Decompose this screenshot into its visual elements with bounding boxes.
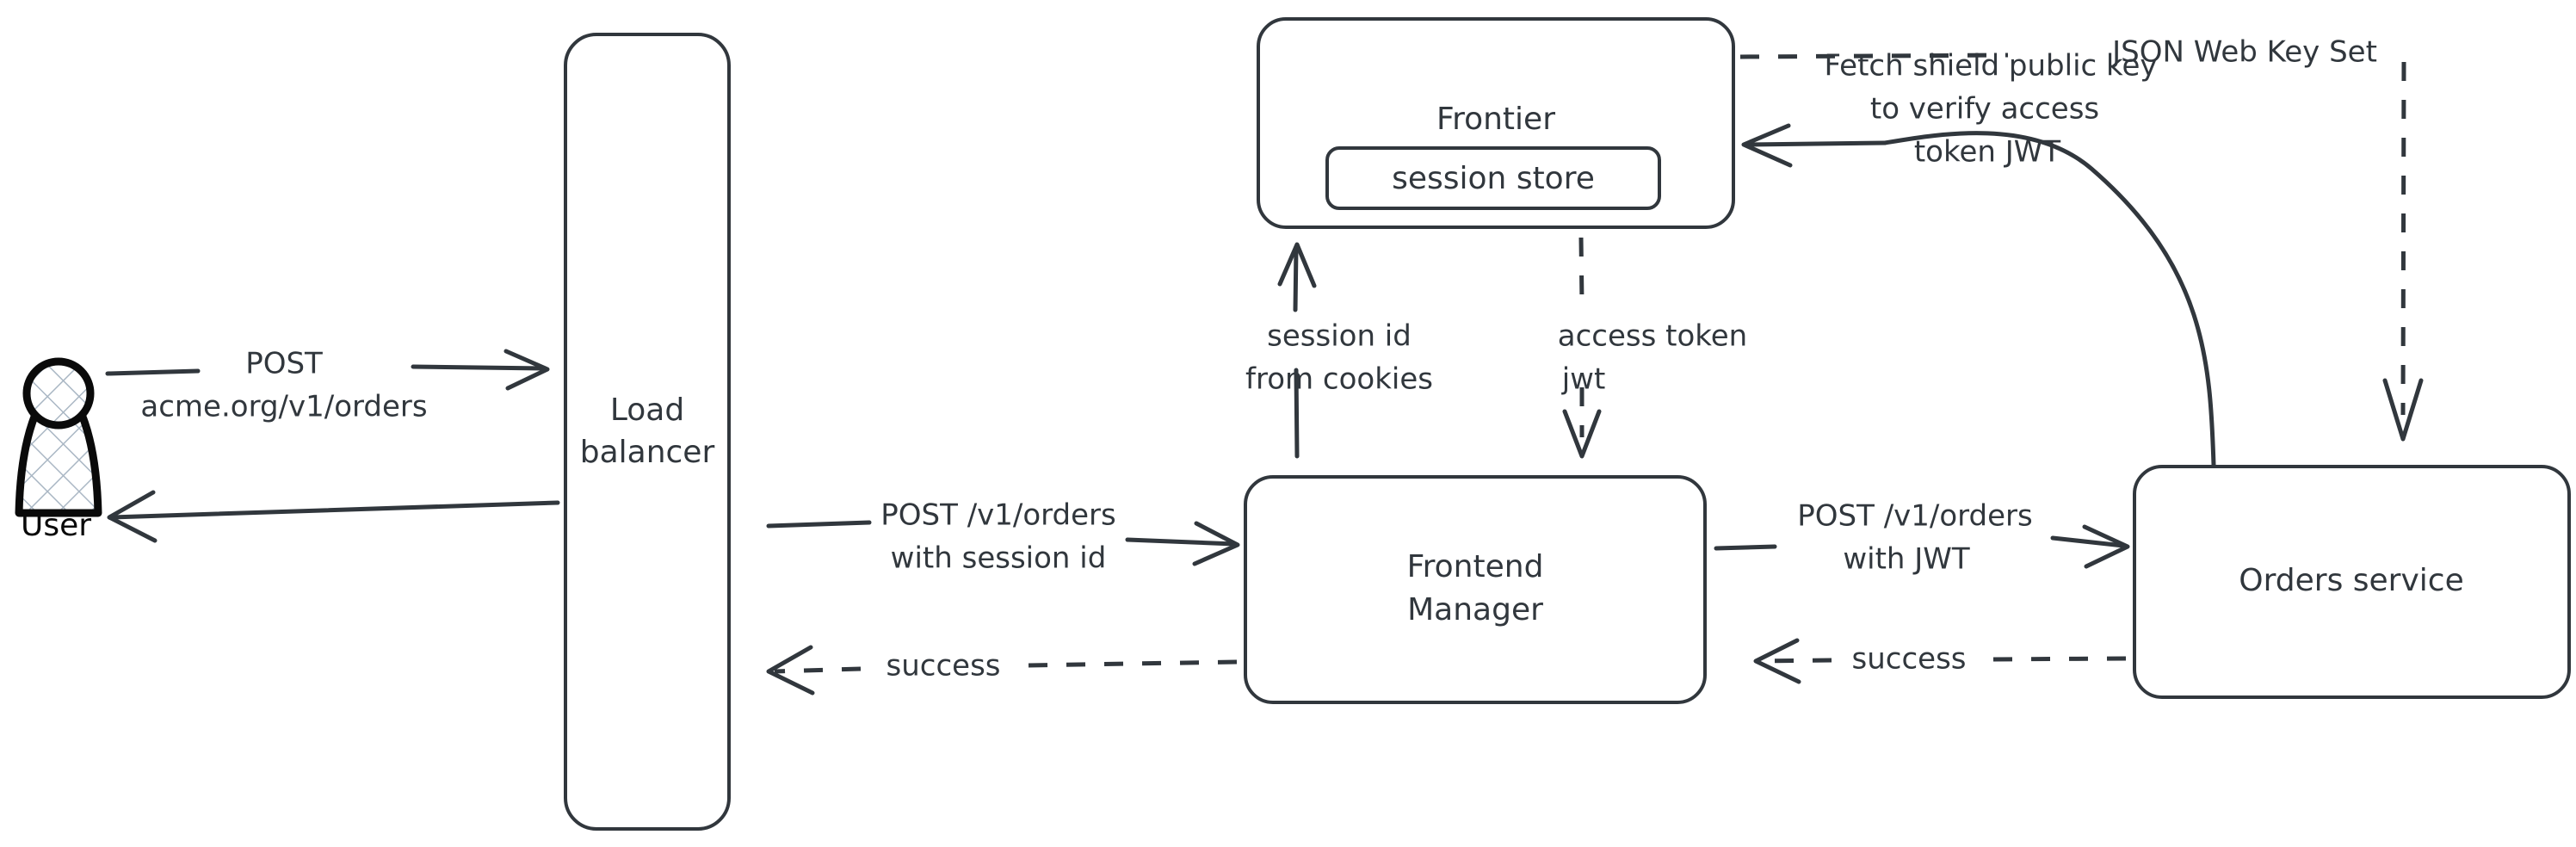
edge-label-lb-to-fm-line2: with session id [891,541,1107,576]
frontend-manager-label-line2: Manager [1407,592,1543,628]
edge-frontend-manager-to-load-balancer: success [766,645,1238,696]
frontier-label: Frontier [1436,102,1555,137]
edge-orders-service-to-frontend-manager: success [1753,638,2127,684]
edge-label-fm-to-lb: success [886,649,1001,683]
edge-load-balancer-to-frontend-manager: POST /v1/orders with session id [766,498,1240,576]
frontend-manager-label-line1: Frontend [1407,549,1544,584]
load-balancer-label-line1: Load [610,393,684,428]
node-frontier[interactable]: Frontier session store [1257,17,1735,229]
edge-label-fm-to-frontier-line2: from cookies [1245,362,1433,397]
edge-label-frontier-to-fm-line2: jwt [1561,362,1606,397]
edge-label-orders-to-frontier-line2: to verify access [1870,92,2099,127]
edge-frontier-to-frontend-manager: access token jwt [1558,237,1747,459]
orders-service-label: Orders service [2239,563,2463,598]
edge-label-fm-to-orders-line1: POST /v1/orders [1797,499,2032,534]
edge-label-fm-to-frontier-line1: session id [1267,319,1412,354]
edge-load-balancer-to-user [107,490,560,543]
node-frontend-manager[interactable]: Frontend Manager [1244,475,1707,704]
edge-frontend-manager-to-frontier: session id from cookies [1245,242,1433,459]
node-session-store[interactable]: session store [1325,146,1661,210]
edge-label-user-to-lb-line2: acme.org/v1/orders [140,390,427,424]
session-store-label: session store [1392,161,1595,196]
edge-label-orders-to-fm: success [1852,642,1967,677]
edge-label-frontier-to-fm-line1: access token [1558,319,1747,354]
edge-label-fm-to-orders-line2: with JWT [1843,542,1970,577]
edge-orders-service-to-frontier: Fetch shield public key to verify access… [1741,49,2216,467]
edge-label-frontier-to-orders: JSON Web Key Set [2110,35,2377,70]
edge-user-to-load-balancer: POST acme.org/v1/orders [105,347,550,424]
edge-label-lb-to-fm-line1: POST /v1/orders [880,498,1115,533]
node-orders-service[interactable]: Orders service [2133,465,2571,699]
person-icon [15,357,102,517]
edge-frontier-to-orders-service: JSON Web Key Set [1739,35,2424,442]
load-balancer-label-line2: balancer [580,435,715,470]
user-label: User [21,508,91,543]
node-load-balancer[interactable]: Load balancer [564,33,731,831]
edge-frontend-manager-to-orders-service: POST /v1/orders with JWT [1714,499,2130,577]
edge-label-user-to-lb-line1: POST [245,347,323,381]
edge-label-orders-to-frontier-line3: token JWT [1914,135,2061,170]
edge-label-orders-to-frontier-line1: Fetch shield public key [1824,49,2157,83]
